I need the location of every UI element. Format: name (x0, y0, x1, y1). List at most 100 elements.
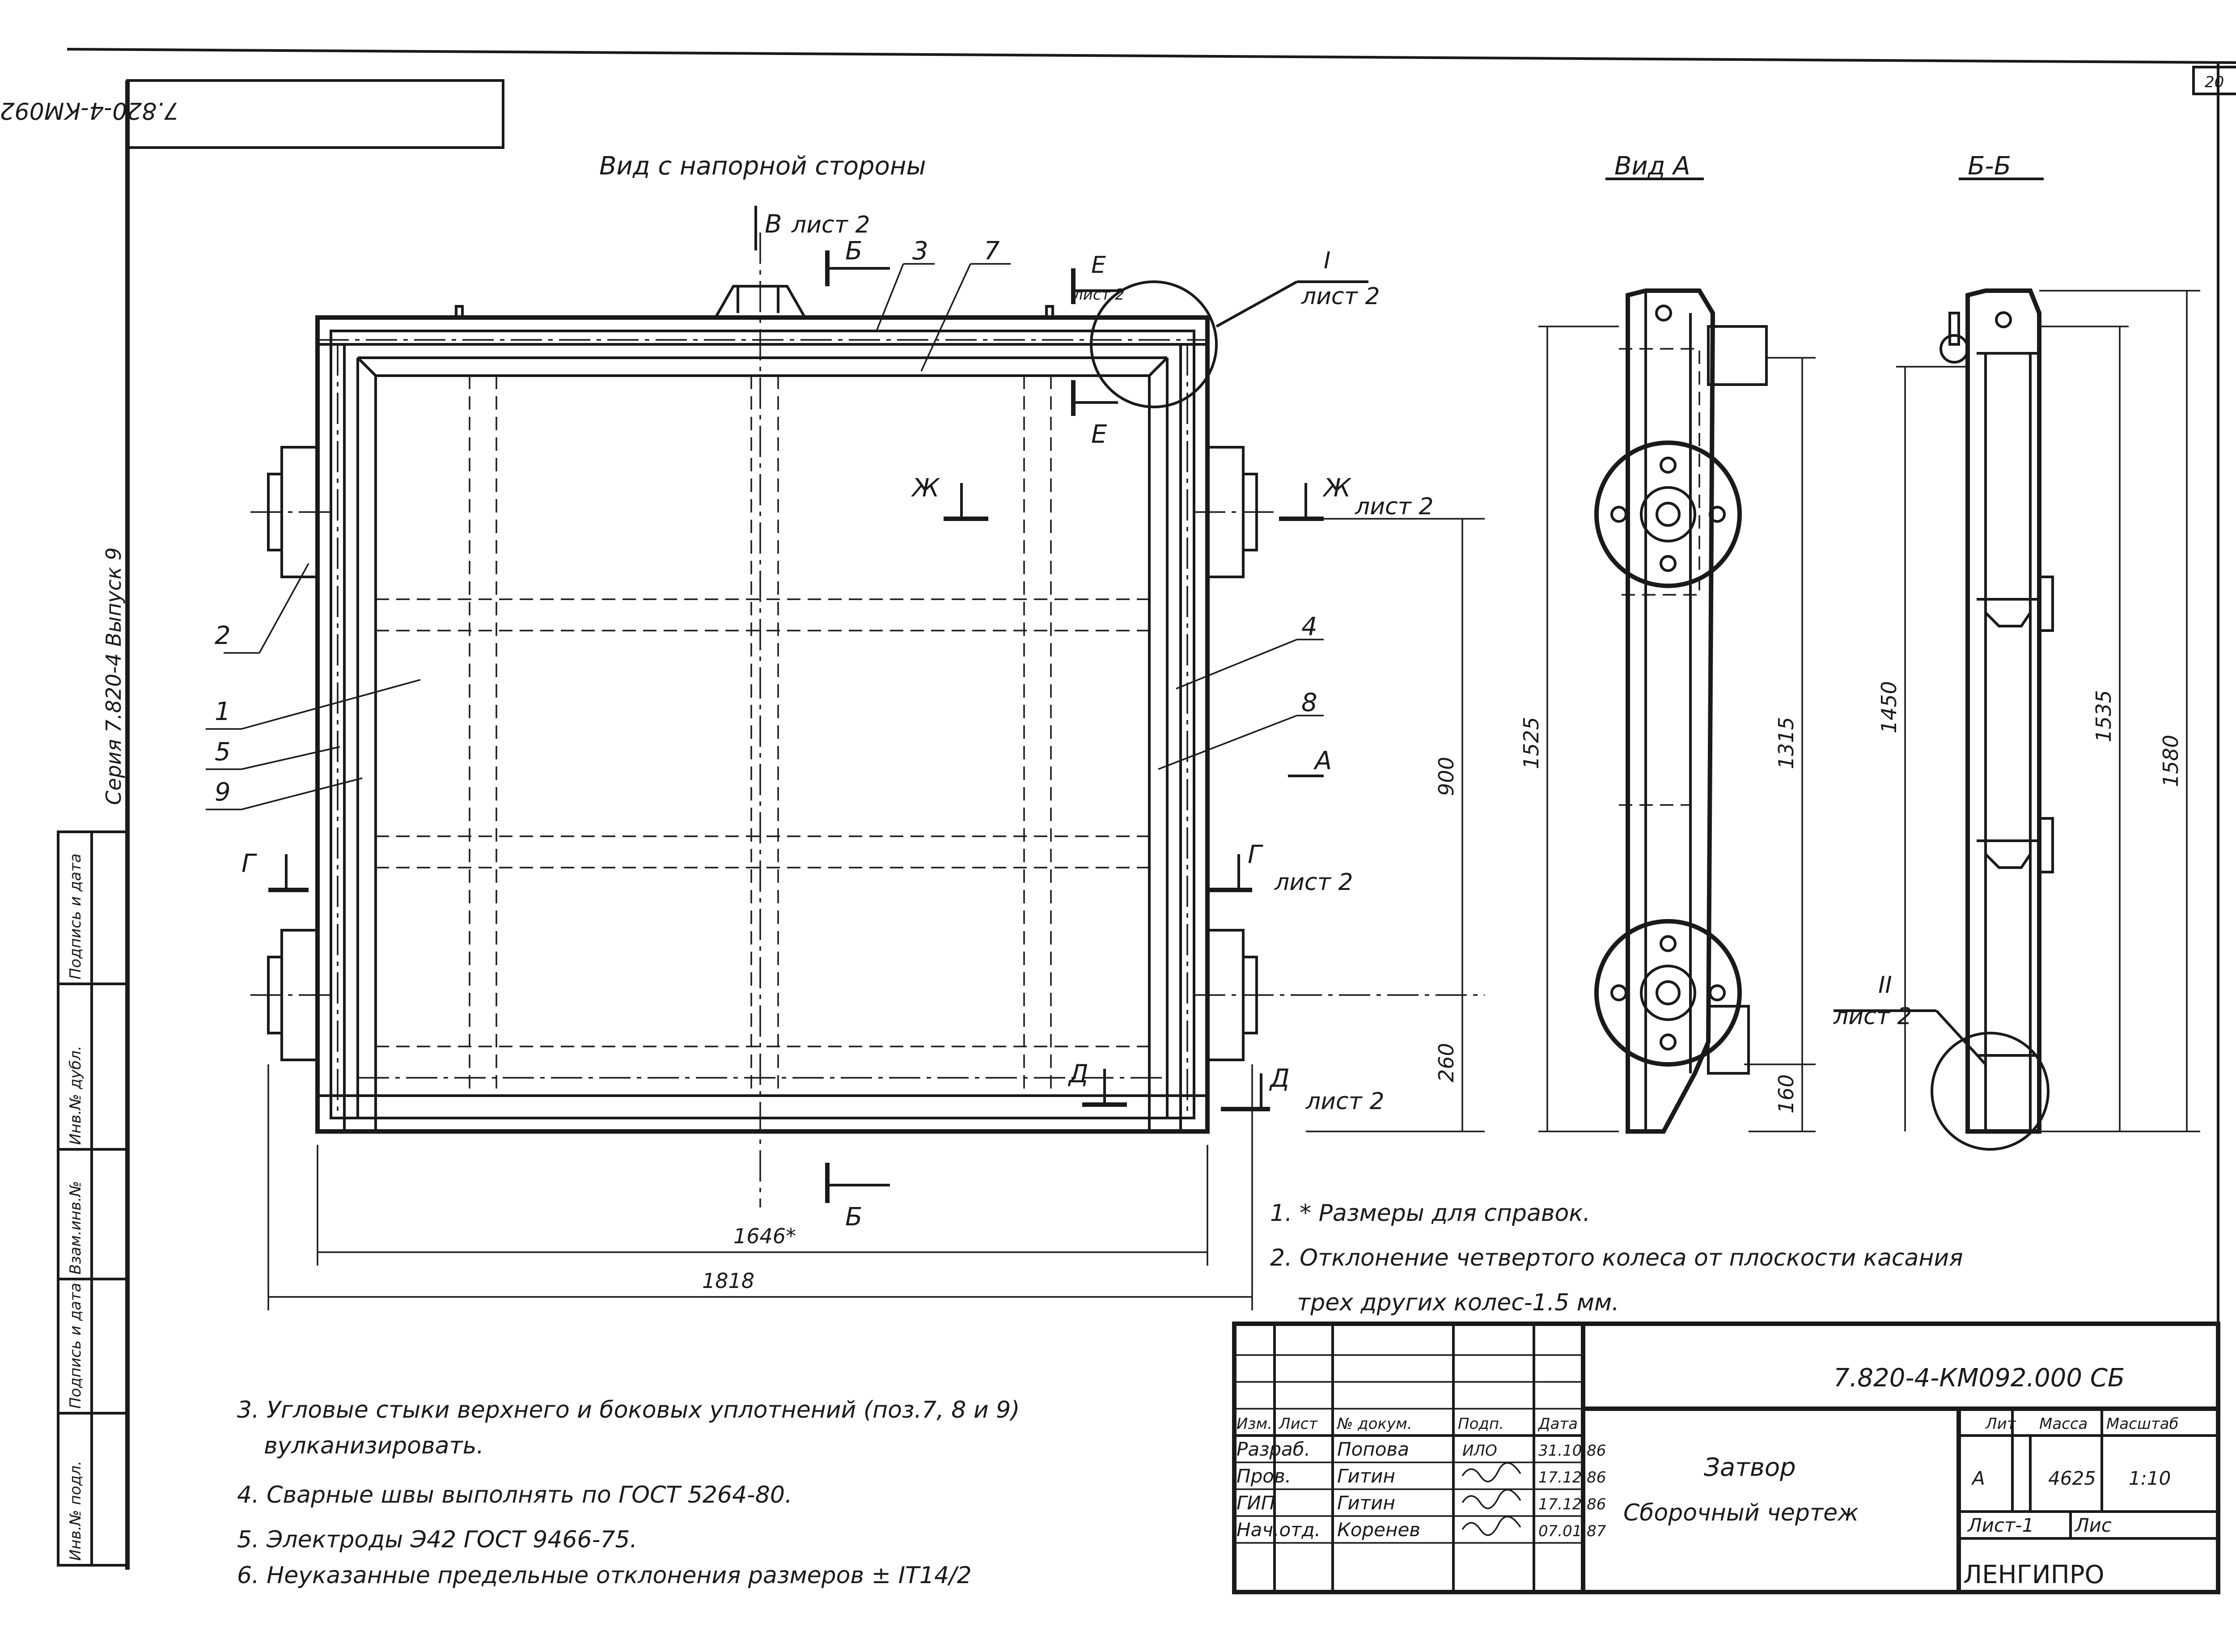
pos-5: 5 (215, 737, 231, 767)
tb-head-sign: Подп. (1458, 1415, 1504, 1433)
tb-name-1: Гитин (1337, 1465, 1395, 1487)
dim-1525: 1525 (1519, 717, 1543, 769)
dim-160: 160 (1774, 1074, 1798, 1114)
tb-name-3: Коренев (1337, 1519, 1420, 1541)
tb-role-3: Нач.отд. (1237, 1519, 1321, 1541)
section-e-sheet: лист 2 (1073, 286, 1125, 304)
tb-scale-label: Масштаб (2106, 1415, 2179, 1433)
tb-date-1: 17.12.86 (1538, 1469, 1606, 1487)
side-stamp: Серия 7.820-4 Выпуск 9 Подпись и дата Ин… (57, 547, 129, 1567)
tb-mass: 4625 (2048, 1467, 2096, 1489)
section-b-top: Б (845, 237, 862, 266)
dim-260: 260 (1434, 1043, 1458, 1082)
dim-1535: 1535 (2092, 690, 2116, 742)
note-3-cont: вулканизировать. (264, 1432, 484, 1459)
page-number: 20 (2205, 73, 2224, 91)
note-4: 4. Сварные швы выполнять по ГОСТ 5264-80… (237, 1482, 792, 1508)
tb-head-list: Лист (1278, 1415, 1318, 1433)
tb-role-0: Разраб. (1237, 1438, 1310, 1460)
section-bb: Б-Б II лист 2 1450 1535 1580 (1833, 152, 2200, 1151)
tb-date-2: 17.12.86 (1538, 1495, 1606, 1513)
section-d-right: Д (1269, 1064, 1290, 1093)
detail-2-sheet: лист 2 (1833, 1003, 1912, 1030)
pos-3: 3 (912, 237, 928, 266)
dim-1818: 1818 (702, 1269, 754, 1293)
front-view: Вид с напорной стороны (206, 152, 1485, 1310)
note-6: 6. Неуказанные предельные отклонения раз… (237, 1562, 972, 1589)
view-a-wheel-bottom (1594, 919, 1742, 1067)
section-v-sheet: лист 2 (791, 212, 870, 238)
wheel-top-right (1194, 446, 1275, 578)
section-g-left: Г (241, 849, 257, 878)
section-b-bottom: Б (845, 1203, 862, 1232)
section-g-right: Г (1248, 840, 1263, 869)
doc-code: 7.820-4-КМ092.000 СБ (1834, 1364, 2125, 1393)
tb-mass-label: Масса (2039, 1415, 2088, 1433)
side-cell-1: Подпись и дата (67, 853, 85, 979)
tb-org: ЛЕНГИПРО (1963, 1560, 2105, 1589)
series-text: Серия 7.820-4 Выпуск 9 (102, 547, 126, 805)
side-cell-5: Инв.№ подл. (67, 1461, 85, 1561)
pos-1: 1 (215, 697, 231, 726)
tb-role-1: Пров. (1237, 1465, 1291, 1487)
drawing-subname: Сборочный чертеж (1623, 1500, 1859, 1526)
detail-2-mark: II (1878, 972, 1892, 999)
note-5: 5. Электроды Э42 ГОСТ 9466-75. (237, 1526, 637, 1553)
section-zh-sheet: лист 2 (1355, 493, 1434, 520)
note-2-cont: трех других колес-1.5 мм. (1297, 1289, 1619, 1316)
front-view-title: Вид с напорной стороны (599, 152, 926, 181)
pos-9: 9 (215, 778, 231, 807)
section-d-sheet: лист 2 (1305, 1088, 1385, 1115)
wheel-bottom-left (250, 929, 331, 1061)
wheel-top-left (250, 446, 331, 578)
note-3: 3. Угловые стыки верхнего и боковых упло… (237, 1397, 1020, 1423)
pos-7: 7 (984, 237, 1000, 266)
tb-scale: 1:10 (2129, 1467, 2171, 1489)
tb-role-2: ГИП (1237, 1492, 1275, 1514)
tb-sheet: Лист-1 (1967, 1514, 2034, 1536)
view-a: Вид А 1525 (1519, 152, 1816, 1134)
tb-head-date: Дата (1537, 1415, 1578, 1433)
dim-1450: 1450 (1877, 681, 1901, 733)
tb-name-0: Попова (1337, 1438, 1409, 1460)
section-zh-right: Ж (1322, 474, 1352, 503)
detail-1-sheet: лист 2 (1301, 283, 1380, 310)
section-g-sheet: лист 2 (1274, 869, 1353, 896)
tb-sign-0: ИЛО (1462, 1442, 1497, 1460)
section-d-left: Д (1067, 1059, 1088, 1089)
side-cell-2: Инв.№ дубл. (67, 1046, 85, 1145)
view-a-mark: А (1313, 746, 1332, 775)
section-zh-left: Ж (911, 474, 940, 503)
tb-sheets: Лис (2074, 1514, 2112, 1536)
tb-lit: А (1971, 1467, 1985, 1489)
detail-1-mark: I (1324, 247, 1330, 274)
section-e-bottom: Е (1091, 420, 1107, 449)
notes: 1. * Размеры для справок. 2. Отклонение … (237, 1200, 1963, 1589)
tb-lit-label: Лит (1985, 1415, 2016, 1433)
pos-2: 2 (215, 621, 231, 650)
tb-head-doc: № докум. (1336, 1415, 1412, 1433)
side-cell-3: Взам.инв.№ (67, 1181, 85, 1275)
section-e-top: Е (1091, 252, 1106, 279)
note-2: 2. Отклонение четвертого колеса от плоск… (1270, 1245, 1963, 1271)
tb-head-izm: Изм. (1237, 1415, 1272, 1433)
tb-date-3: 07.01.87 (1538, 1522, 1606, 1540)
section-v-mark: В (765, 210, 782, 239)
note-1: 1. * Размеры для справок. (1270, 1200, 1590, 1227)
title-block: Изм. Лист № докум. Подп. Дата Разраб. По… (1232, 1322, 2220, 1594)
wheel-bottom-right (1194, 929, 1485, 1061)
pos-4: 4 (1301, 612, 1317, 641)
view-a-title: Вид А (1614, 152, 1690, 181)
view-a-wheel-top (1594, 441, 1742, 588)
tb-date-0: 31.10.86 (1538, 1442, 1606, 1460)
pos-8: 8 (1301, 688, 1317, 717)
section-bb-title: Б-Б (1968, 152, 2011, 181)
dim-1646: 1646* (733, 1224, 796, 1248)
dim-900: 900 (1434, 757, 1458, 796)
dim-1315: 1315 (1774, 717, 1798, 769)
side-cell-4: Подпись и дата (67, 1283, 85, 1409)
drawing-name: Затвор (1704, 1453, 1796, 1482)
